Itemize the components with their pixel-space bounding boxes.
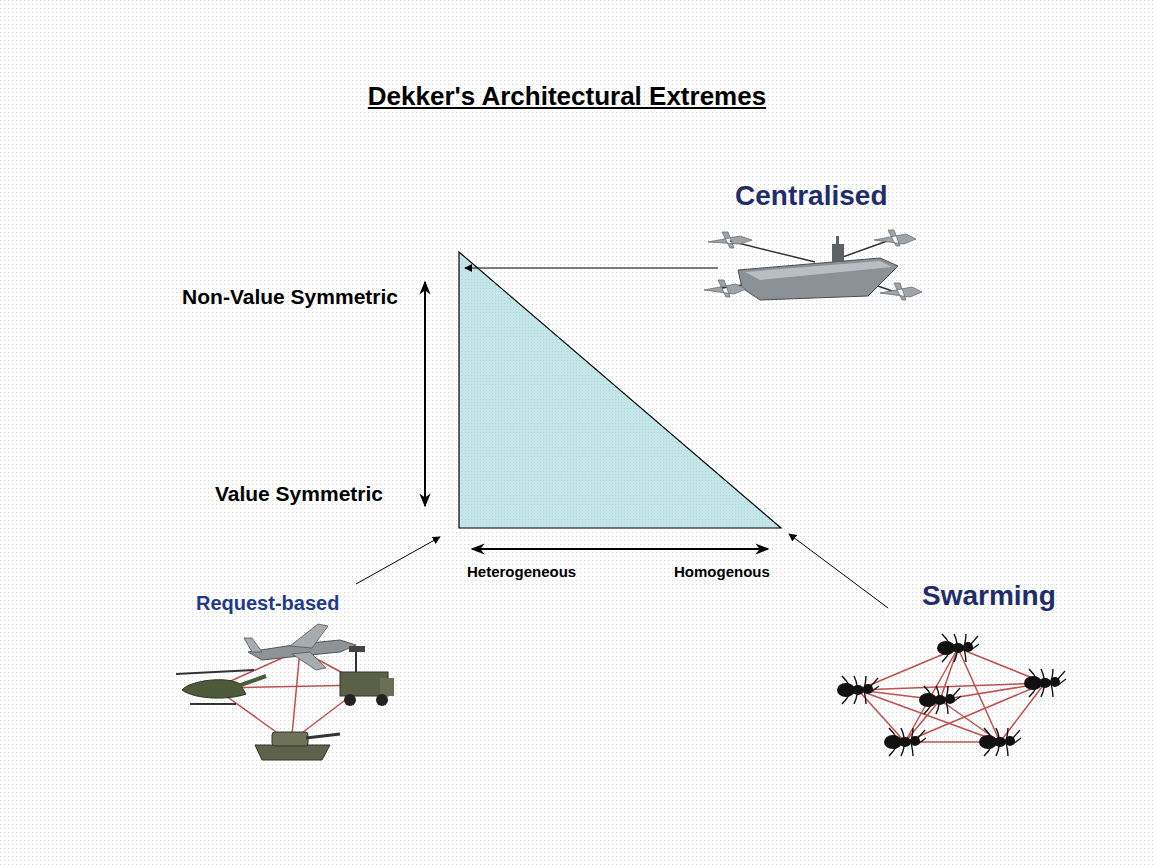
diagram-title: Dekker's Architectural Extremes — [368, 82, 766, 112]
architecture-label: Centralised — [735, 180, 888, 212]
axis-label: Heterogeneous — [467, 563, 576, 580]
axis-label: Non-Value Symmetric — [182, 285, 398, 309]
swarm-illustration — [837, 634, 1066, 756]
leader-arrow — [356, 537, 440, 584]
architecture-label: Request-based — [196, 592, 339, 615]
axis-label: Homogenous — [674, 563, 770, 580]
architecture-label: Swarming — [922, 580, 1056, 612]
carrier-illustration — [704, 230, 922, 300]
design-space-triangle — [459, 252, 781, 528]
leader-arrow — [465, 268, 718, 269]
vertical-axis-arrow — [424, 282, 426, 506]
leader-arrow — [789, 534, 888, 608]
axis-label: Value Symmetric — [215, 482, 383, 506]
horizontal-axis-arrow — [472, 548, 768, 550]
platforms-illustration — [176, 624, 394, 760]
